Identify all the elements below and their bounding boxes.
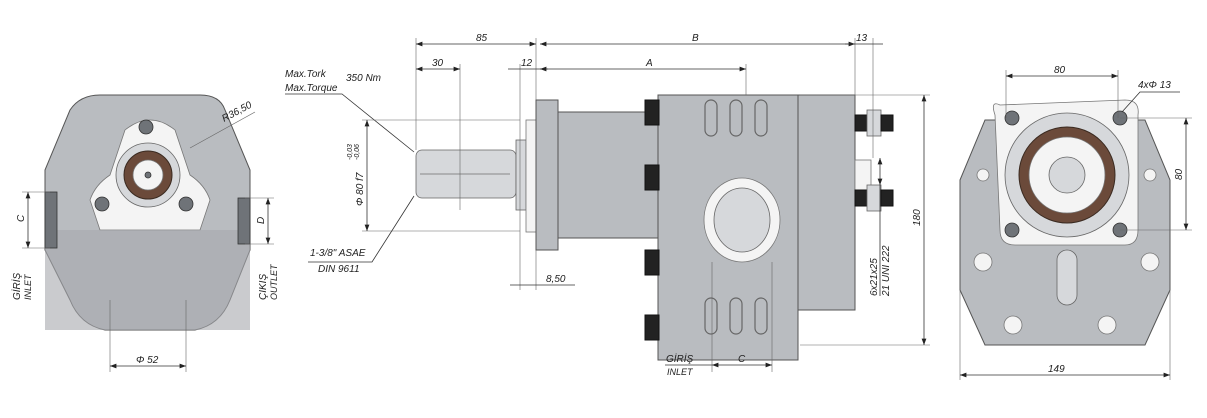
rear-cover bbox=[797, 94, 856, 311]
bolt-icon bbox=[94, 196, 110, 212]
dim-80-top: 80 bbox=[1054, 65, 1066, 76]
shaft-end bbox=[1048, 156, 1086, 194]
port-c-label: C bbox=[738, 354, 746, 365]
tolerance-lower: -0,06 bbox=[354, 144, 361, 160]
outlet-label-en: OUTLET bbox=[269, 263, 279, 300]
inlet-label-en: INLET bbox=[23, 273, 33, 300]
lower-housing bbox=[45, 230, 250, 330]
nut-icon bbox=[866, 184, 882, 212]
torque-value: 350 Nm bbox=[346, 73, 381, 84]
holes-label: 4xΦ 13 bbox=[1138, 80, 1171, 91]
left-end-view: R36,50 C D GİRİŞ INLET ÇIKIŞ OUTLET Φ 52 bbox=[11, 94, 279, 372]
adapter-body bbox=[557, 111, 659, 239]
hole-icon bbox=[1004, 110, 1020, 126]
shaft-collar bbox=[515, 139, 527, 211]
shaft-diameter: Φ 80 f7 bbox=[355, 172, 366, 206]
bolt-head bbox=[644, 314, 660, 341]
bolt-icon bbox=[976, 168, 990, 182]
tolerance-upper: -0,03 bbox=[347, 144, 354, 160]
stud-icon bbox=[854, 189, 868, 207]
front-flange-view: 80 4xΦ 13 80 149 bbox=[959, 65, 1192, 380]
port-c-label: C bbox=[16, 214, 27, 222]
bolt-head bbox=[644, 164, 660, 191]
inlet-slot bbox=[1056, 249, 1078, 306]
bolt-icon bbox=[178, 196, 194, 212]
radius-label: R36,50 bbox=[220, 100, 254, 125]
dim-149: 149 bbox=[1048, 364, 1065, 375]
spline-spec-2: 21 UNI 222 bbox=[881, 245, 892, 297]
bolt-icon bbox=[1097, 315, 1117, 335]
port-d-label: D bbox=[256, 217, 267, 224]
inlet-label-en: INLET bbox=[667, 367, 694, 377]
front-flange bbox=[535, 99, 559, 251]
dim-85: 85 bbox=[476, 33, 488, 44]
inlet-port bbox=[44, 191, 58, 249]
hole-icon bbox=[1004, 222, 1020, 238]
dim-180: 180 bbox=[912, 209, 923, 226]
dim-8-50: 8,50 bbox=[546, 274, 566, 285]
outlet-label-tr: ÇIKIŞ bbox=[258, 274, 269, 300]
side-view: 85 B 13 30 12 A Max.Tork Max.Torque 350 … bbox=[285, 33, 930, 377]
inlet-port-bore bbox=[713, 187, 771, 253]
bolt-head bbox=[644, 99, 660, 126]
torque-label-en: Max.Torque bbox=[285, 83, 338, 94]
dim-30: 30 bbox=[432, 58, 444, 69]
dim-b: B bbox=[692, 33, 699, 44]
bolt-icon bbox=[973, 252, 993, 272]
dim-80-side: 80 bbox=[1174, 168, 1185, 180]
shaft-center bbox=[144, 171, 152, 179]
spline-spec-1: 6x21x25 bbox=[869, 258, 880, 296]
shaft-spec-1: 1-3/8" ASAE bbox=[310, 248, 366, 259]
shaft-spec-2: DIN 9611 bbox=[318, 264, 360, 275]
inlet-label-tr: GİRİŞ bbox=[666, 353, 694, 365]
bolt-head bbox=[644, 249, 660, 276]
bolt-icon bbox=[1003, 315, 1023, 335]
bolt-icon bbox=[1143, 168, 1157, 182]
dim-13: 13 bbox=[856, 33, 868, 44]
dim-a: A bbox=[645, 58, 653, 69]
dim-12: 12 bbox=[521, 58, 533, 69]
outlet-port bbox=[237, 197, 251, 245]
nut-icon bbox=[866, 109, 882, 137]
stud-icon bbox=[854, 114, 868, 132]
bolt-icon bbox=[138, 119, 154, 135]
diameter-52-label: Φ 52 bbox=[136, 355, 159, 366]
bolt-icon bbox=[1140, 252, 1160, 272]
torque-label-tr: Max.Tork bbox=[285, 69, 327, 80]
inlet-label-tr: GİRİŞ bbox=[11, 272, 23, 300]
